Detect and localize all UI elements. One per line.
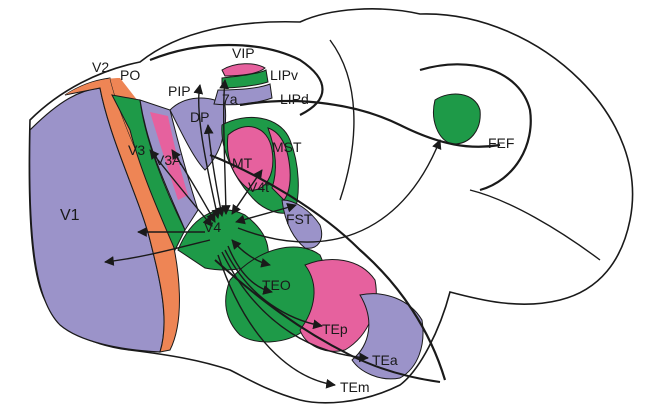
- label-lipv: LIPv: [270, 67, 298, 83]
- label-lipd: LIPd: [280, 91, 309, 107]
- label-teo: TEO: [262, 277, 291, 293]
- label-7a: 7a: [222, 91, 238, 107]
- label-tem: TEm: [340, 379, 370, 395]
- label-v1: V1: [60, 207, 80, 224]
- label-pip: PIP: [168, 83, 191, 99]
- label-mst: MST: [272, 139, 302, 155]
- label-v4: V4: [204, 219, 221, 235]
- label-po: PO: [120, 67, 140, 83]
- label-v2: V2: [92, 59, 109, 75]
- label-v4t: V4t: [248, 179, 269, 195]
- label-v3a: V3A: [155, 152, 182, 168]
- label-mt: MT: [232, 155, 253, 171]
- label-tea: TEa: [372, 352, 398, 368]
- label-v3: V3: [128, 142, 145, 158]
- label-fst: FST: [286, 211, 313, 227]
- label-fef: FEF: [488, 135, 514, 151]
- label-tep: TEp: [322, 321, 348, 337]
- label-vip: VIP: [232, 45, 255, 61]
- label-dp: DP: [190, 109, 209, 125]
